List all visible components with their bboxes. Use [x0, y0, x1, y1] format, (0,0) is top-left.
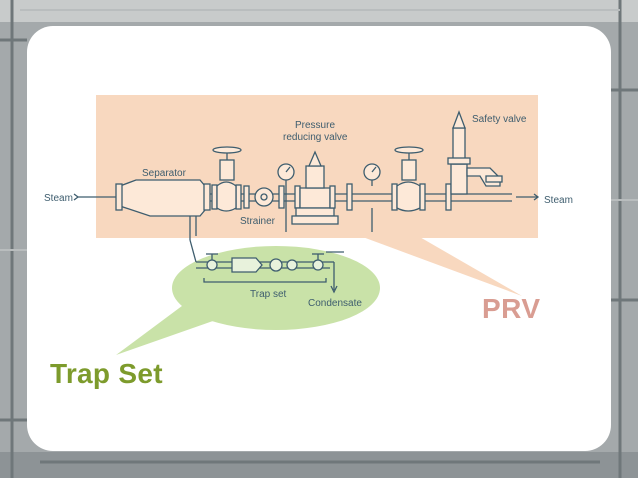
prv-label-line1: Pressure [295, 120, 335, 131]
separator-label: Separator [142, 168, 187, 179]
steam-inlet-label: Steam [44, 193, 73, 204]
prv-callout-text: PRV [482, 293, 541, 324]
trap-set-label: Trap set [250, 289, 287, 300]
strainer-label: Strainer [240, 216, 276, 227]
trap-highlight-ellipse [172, 246, 380, 330]
prv-callout-pointer [360, 236, 522, 296]
steam-outlet-label: Steam [544, 195, 573, 206]
trap-set-callout-text: Trap Set [50, 358, 163, 389]
safety-valve-label: Safety valve [472, 114, 527, 125]
prv-label-line2: reducing valve [283, 132, 348, 143]
trap-callout-pointer [116, 300, 230, 355]
condensate-label: Condensate [308, 298, 362, 309]
